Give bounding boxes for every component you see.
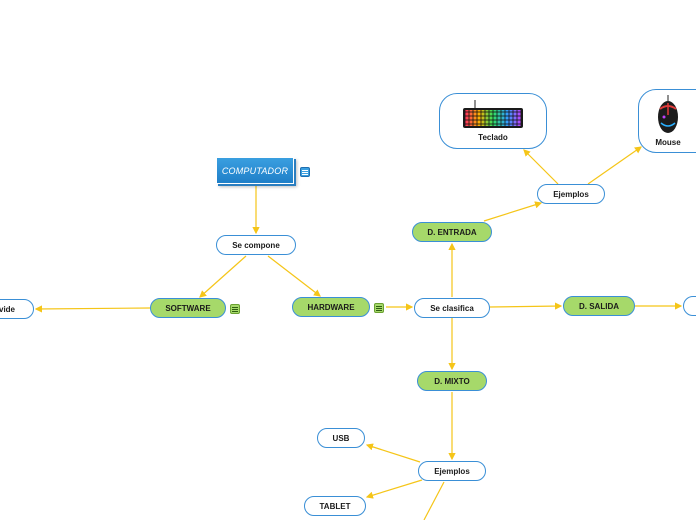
note-icon[interactable] bbox=[374, 303, 384, 313]
node-software-child[interactable]: ivide bbox=[0, 299, 34, 319]
edge-ejemplos-mouse bbox=[587, 146, 642, 185]
node-hardware[interactable]: HARDWARE bbox=[292, 297, 370, 317]
root-node-computador[interactable]: COMPUTADOR bbox=[216, 157, 294, 184]
edge-software-child bbox=[34, 305, 151, 313]
edge-secompone-hardware bbox=[267, 255, 321, 297]
node-usb[interactable]: USB bbox=[317, 428, 365, 448]
edge-secompone-software bbox=[199, 255, 247, 298]
node-software[interactable]: SOFTWARE bbox=[150, 298, 226, 318]
node-tablet[interactable]: TABLET bbox=[304, 496, 366, 516]
node-d-mixto[interactable]: D. MIXTO bbox=[417, 371, 487, 391]
edge-ejemplos-teclado bbox=[523, 149, 559, 185]
root-label: COMPUTADOR bbox=[221, 165, 289, 176]
card-teclado[interactable]: Teclado bbox=[439, 93, 547, 149]
edge-ejemplos-tablet bbox=[365, 479, 423, 499]
edge-entrada-ejemplos bbox=[483, 201, 543, 222]
node-salida-child[interactable] bbox=[683, 296, 696, 316]
edge-seclasifica-salida bbox=[489, 302, 563, 310]
card-mouse[interactable]: Mouse bbox=[638, 89, 696, 153]
node-d-entrada[interactable]: D. ENTRADA bbox=[412, 222, 492, 242]
gaming-mouse-image bbox=[658, 95, 678, 133]
node-se-compone[interactable]: Se compone bbox=[216, 235, 296, 255]
edge-ejemplos-down bbox=[423, 481, 445, 520]
node-ejemplos-entrada[interactable]: Ejemplos bbox=[537, 184, 605, 204]
note-icon[interactable] bbox=[300, 167, 310, 177]
node-ejemplos-mixto[interactable]: Ejemplos bbox=[418, 461, 486, 481]
card-label: Mouse bbox=[655, 138, 681, 147]
edge-ejemplos-usb bbox=[365, 443, 421, 463]
keyboard-image bbox=[463, 100, 523, 128]
node-se-clasifica[interactable]: Se clasifica bbox=[414, 298, 490, 318]
card-label: Teclado bbox=[478, 133, 508, 142]
note-icon[interactable] bbox=[230, 304, 240, 314]
node-d-salida[interactable]: D. SALIDA bbox=[563, 296, 635, 316]
